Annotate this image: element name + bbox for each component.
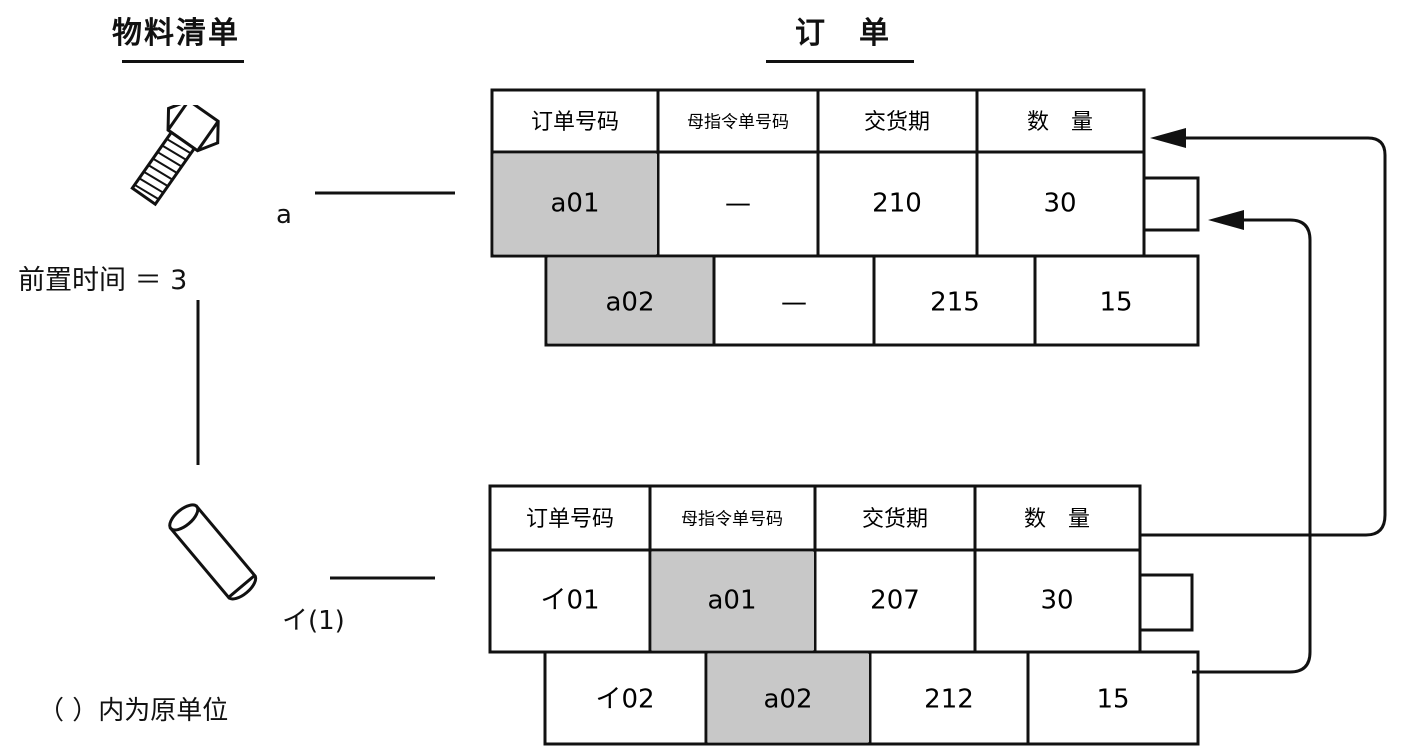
lead-time-label: 前置时间 ＝ 3	[18, 265, 188, 296]
link-arrow-outer	[1140, 136, 1387, 537]
part-a-label: a	[276, 200, 292, 230]
orders-title: 订 单	[795, 16, 891, 51]
cell-order-no: a01	[550, 189, 599, 219]
cell-due: 210	[872, 189, 922, 219]
cylinder-icon	[168, 503, 258, 601]
order-table-i	[488, 484, 1200, 746]
cell-due: 215	[930, 288, 980, 318]
arrowhead-outer	[1150, 128, 1186, 148]
cell-qty: 15	[1096, 685, 1129, 715]
cell-due: 207	[870, 586, 920, 616]
bolt-icon	[130, 105, 220, 207]
order-table-a	[490, 88, 1200, 347]
shaded-cell	[708, 654, 869, 742]
shaded-cell	[494, 154, 657, 254]
arrowhead-inner	[1208, 210, 1244, 230]
header-qty: 数 量	[1027, 110, 1093, 135]
bom-title-underline	[122, 60, 244, 63]
shaded-cell	[548, 258, 714, 343]
cell-order-no: a02	[605, 288, 654, 318]
orders-title-underline	[766, 60, 914, 63]
bom-title: 物料清单	[112, 16, 240, 51]
link-arrow-inner	[1192, 218, 1312, 674]
unit-note: （ ）内为原单位	[38, 696, 229, 726]
header-qty: 数 量	[1024, 507, 1090, 532]
cell-qty: 30	[1043, 189, 1076, 219]
header-order-no: 订单号码	[526, 507, 614, 532]
cell-order-no: イ01	[540, 586, 599, 616]
header-due: 交货期	[862, 507, 928, 532]
cell-parent-no: —	[781, 288, 807, 318]
cell-order-no: イ02	[595, 685, 654, 715]
cell-due: 212	[924, 685, 974, 715]
cell-parent-no: —	[725, 189, 751, 219]
cell-qty: 30	[1040, 586, 1073, 616]
header-parent-no: 母指令单号码	[687, 113, 789, 133]
header-order-no: 订单号码	[531, 110, 619, 135]
header-parent-no: 母指令单号码	[681, 510, 783, 530]
cell-parent-no: a01	[707, 586, 756, 616]
cell-parent-no: a02	[763, 685, 812, 715]
link-arrows	[1140, 136, 1387, 674]
cell-qty: 15	[1099, 288, 1132, 318]
part-i-label: イ(1)	[282, 606, 345, 636]
shaded-cell	[652, 552, 814, 650]
header-due: 交货期	[864, 110, 930, 135]
